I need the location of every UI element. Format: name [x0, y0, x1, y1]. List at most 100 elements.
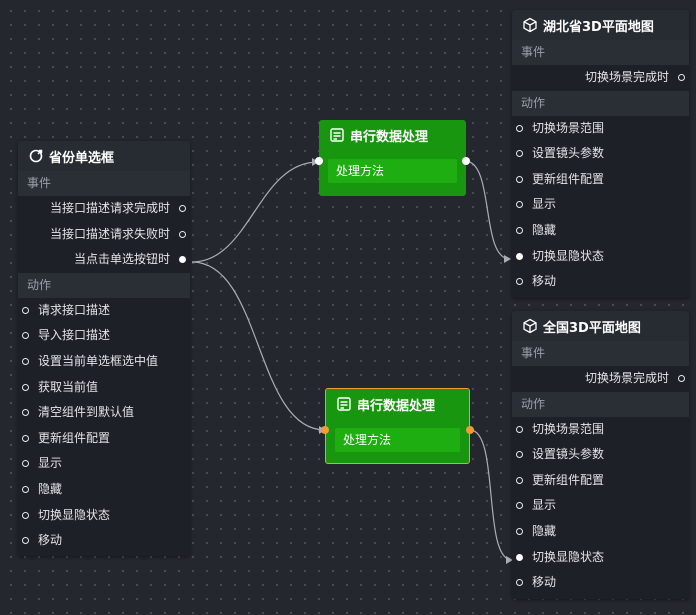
node-header[interactable]: 串行数据处理	[319, 120, 466, 150]
action-label: 移动	[532, 274, 557, 289]
event-label: 切换场景完成时	[584, 371, 669, 385]
input-port[interactable]	[516, 579, 523, 587]
action-label: 设置当前单选框选中值	[38, 353, 159, 368]
output-port[interactable]	[678, 375, 685, 382]
action-row[interactable]: 导入接口描述	[18, 323, 190, 349]
input-port-connected[interactable]	[516, 553, 523, 561]
input-port[interactable]	[22, 409, 29, 417]
action-row[interactable]: 显示	[18, 451, 190, 477]
action-row[interactable]: 切换显隐状态	[512, 545, 689, 571]
process-method-slot[interactable]: 处理方法	[328, 159, 457, 183]
action-row[interactable]: 切换场景范围	[512, 116, 689, 142]
action-label: 切换场景范围	[532, 421, 605, 436]
action-row[interactable]: 显示	[512, 493, 689, 519]
output-port[interactable]	[466, 426, 474, 434]
process-icon	[336, 396, 352, 412]
input-port[interactable]	[315, 157, 323, 165]
serial-process-node-bottom[interactable]: 串行数据处理 处理方法	[321, 388, 474, 464]
action-row[interactable]: 显示	[512, 192, 689, 218]
input-port[interactable]	[22, 460, 29, 468]
input-port[interactable]	[22, 511, 29, 519]
event-label: 当接口描述请求失败时	[49, 226, 170, 241]
action-label: 获取当前值	[38, 379, 99, 394]
input-port[interactable]	[22, 306, 29, 314]
action-row[interactable]: 设置当前单选框选中值	[18, 349, 190, 375]
event-row[interactable]: 切换场景完成时	[512, 366, 689, 392]
node-title: 串行数据处理	[357, 398, 436, 414]
output-port[interactable]	[462, 157, 470, 165]
action-row[interactable]: 更新组件配置	[512, 468, 689, 494]
output-port[interactable]	[678, 74, 685, 81]
action-row[interactable]: 更新组件配置	[512, 167, 689, 193]
node-title: 湖北省3D平面地图	[543, 19, 654, 35]
action-label: 更新组件配置	[38, 430, 111, 445]
action-label: 设置镜头参数	[532, 146, 605, 161]
action-label: 显示	[532, 197, 557, 212]
input-port[interactable]	[516, 175, 523, 183]
action-row[interactable]: 切换场景范围	[512, 417, 689, 443]
action-row[interactable]: 获取当前值	[18, 375, 190, 401]
input-port[interactable]	[22, 537, 29, 545]
action-row[interactable]: 请求接口描述	[18, 298, 190, 324]
province-radio-node[interactable]: 省份单选框 事件 当接口描述请求完成时 当接口描述请求失败时 当点击单选按钮时 …	[18, 141, 190, 556]
action-row[interactable]: 隐藏	[18, 477, 190, 503]
input-port[interactable]	[516, 451, 523, 459]
actions-section: 动作	[512, 90, 689, 116]
input-port[interactable]	[516, 226, 523, 234]
input-port[interactable]	[321, 426, 329, 434]
action-row[interactable]: 隐藏	[512, 519, 689, 545]
output-port[interactable]	[179, 205, 186, 212]
events-section: 事件	[18, 171, 190, 196]
serial-process-node-top[interactable]: 串行数据处理 处理方法	[315, 120, 470, 196]
input-port[interactable]	[22, 434, 29, 442]
input-port[interactable]	[516, 502, 523, 510]
input-port[interactable]	[22, 383, 29, 391]
action-row[interactable]: 清空组件到默认值	[18, 400, 190, 426]
input-port[interactable]	[516, 476, 523, 484]
wire-province-to-serial-bottom	[191, 261, 326, 431]
input-port[interactable]	[22, 485, 29, 493]
node-header[interactable]: 省份单选框	[18, 141, 190, 171]
input-port[interactable]	[516, 278, 523, 286]
input-port[interactable]	[22, 357, 29, 365]
output-port[interactable]	[179, 230, 186, 238]
event-row[interactable]: 切换场景完成时	[512, 65, 689, 91]
action-row[interactable]: 设置镜头参数	[512, 442, 689, 468]
input-port-connected[interactable]	[516, 252, 523, 260]
action-label: 隐藏	[532, 523, 557, 538]
input-port[interactable]	[516, 201, 523, 209]
action-row[interactable]: 切换显隐状态	[512, 244, 689, 270]
china-3d-map-node[interactable]: 全国3D平面地图 事件 切换场景完成时 动作 切换场景范围 设置镜头参数 更新组…	[512, 311, 689, 599]
hubei-3d-map-node[interactable]: 湖北省3D平面地图 事件 切换场景完成时 动作 切换场景范围 设置镜头参数 更新…	[512, 10, 689, 298]
node-header[interactable]: 湖北省3D平面地图	[512, 10, 689, 40]
event-row[interactable]: 当接口描述请求完成时	[18, 196, 190, 222]
action-label: 更新组件配置	[532, 472, 605, 487]
process-method-slot[interactable]: 处理方法	[335, 428, 460, 452]
event-row[interactable]: 当接口描述请求失败时	[18, 222, 190, 248]
action-label: 切换显隐状态	[532, 248, 605, 263]
node-title: 串行数据处理	[350, 129, 429, 145]
input-port[interactable]	[516, 527, 523, 535]
wire-province-to-serial-top	[191, 161, 319, 263]
input-port[interactable]	[516, 150, 523, 158]
action-row[interactable]: 隐藏	[512, 218, 689, 244]
node-header[interactable]: 全国3D平面地图	[512, 311, 689, 341]
action-label: 更新组件配置	[532, 171, 605, 186]
wire-serial-top-to-hubei	[464, 160, 511, 260]
action-row[interactable]: 移动	[512, 570, 689, 596]
input-port[interactable]	[22, 332, 29, 340]
event-row[interactable]: 当点击单选按钮时	[18, 247, 190, 273]
node-header[interactable]: 串行数据处理	[326, 389, 469, 419]
action-label: 请求接口描述	[38, 302, 111, 317]
action-label: 移动	[38, 533, 63, 548]
action-row[interactable]: 切换显隐状态	[18, 503, 190, 529]
output-port-connected[interactable]	[179, 256, 186, 264]
input-port[interactable]	[516, 124, 523, 132]
action-row[interactable]: 更新组件配置	[18, 426, 190, 452]
action-row[interactable]: 移动	[18, 528, 190, 554]
events-section: 事件	[512, 40, 689, 65]
wire-arrow	[504, 255, 511, 263]
input-port[interactable]	[516, 425, 523, 433]
action-row[interactable]: 设置镜头参数	[512, 141, 689, 167]
action-row[interactable]: 移动	[512, 269, 689, 295]
